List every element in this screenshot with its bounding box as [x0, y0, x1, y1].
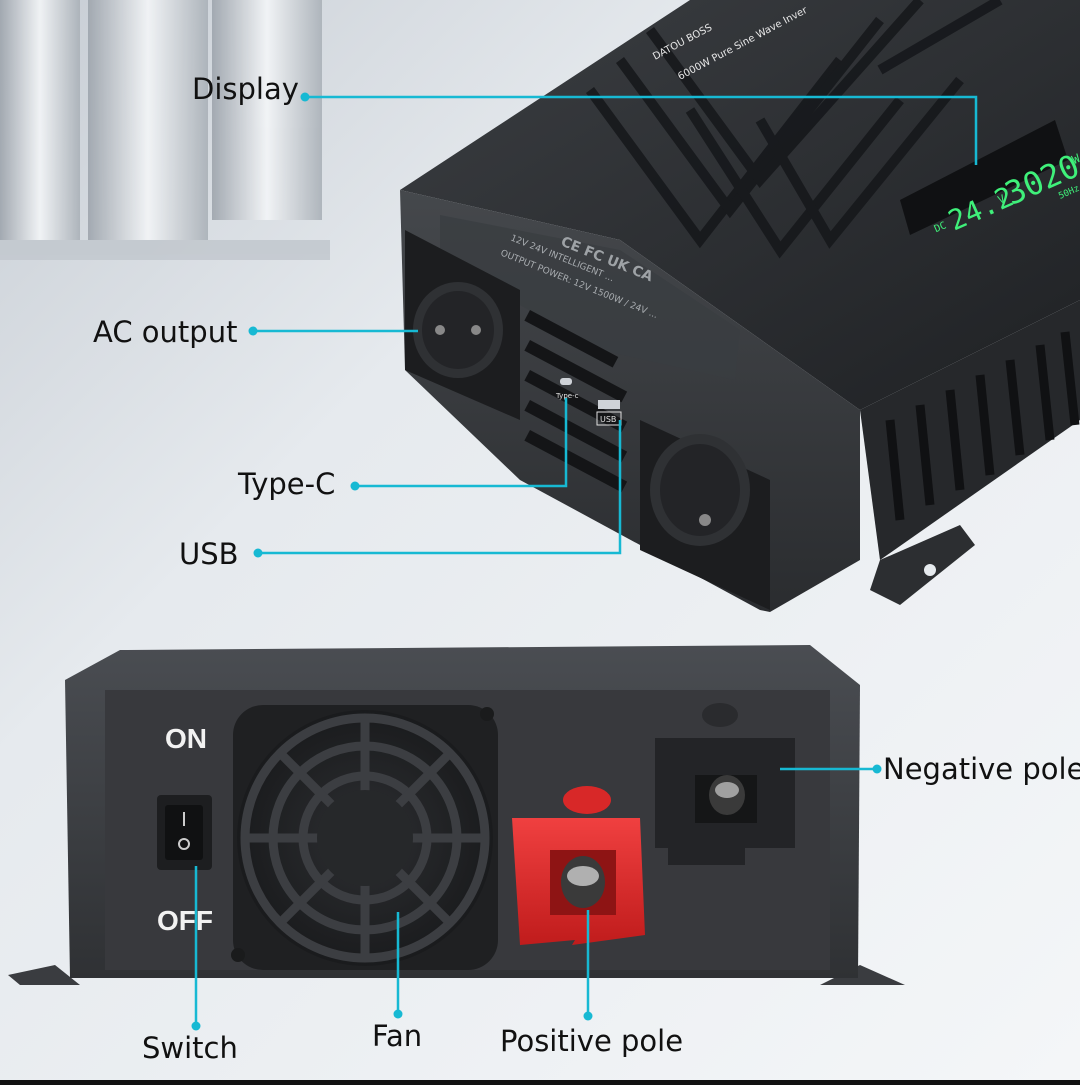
type-c-callout-line — [355, 398, 568, 488]
display-power-unit: W — [1070, 151, 1080, 167]
background-curtains — [0, 0, 330, 260]
bottom-border — [0, 1080, 1080, 1085]
usb-port-label: USB — [600, 415, 616, 424]
callout-dots — [191, 92, 882, 1031]
usb-callout-line — [258, 420, 622, 555]
display-voltage-unit: V — [996, 192, 1008, 207]
negative-pole-callout-label: Negative pole — [883, 752, 1080, 786]
type-c-port-label: Type-c — [555, 392, 579, 400]
switch-on-label: ON — [165, 723, 207, 754]
inverter-top-view — [400, 0, 1080, 612]
display-prefix: DC — [933, 220, 948, 235]
inverter-rear-view — [8, 645, 905, 985]
usb-callout-label: USB — [179, 537, 239, 571]
display-callout-line — [305, 95, 978, 165]
fan-callout-label: Fan — [372, 1019, 423, 1053]
positive-pole-callout-label: Positive pole — [500, 1024, 684, 1058]
callout-lines — [194, 95, 978, 1026]
switch-callout-label: Switch — [142, 1031, 238, 1065]
ac-output-callout-label: AC output — [93, 315, 238, 349]
switch-off-label: OFF — [157, 905, 213, 936]
display-callout-label: Display — [192, 72, 299, 106]
type-c-callout-label: Type-C — [238, 467, 336, 501]
